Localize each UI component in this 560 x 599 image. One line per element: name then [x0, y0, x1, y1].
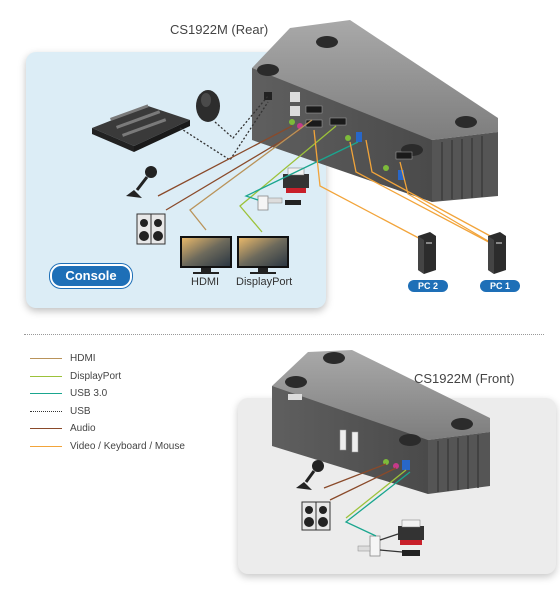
legend-item-usb: USB: [30, 403, 185, 421]
displayport-monitor-icon: [237, 236, 289, 274]
front-microphone-icon: [296, 460, 324, 490]
legend-swatch: [30, 428, 62, 430]
pc1-icon: [488, 232, 506, 274]
legend-item-video-keyboard-mouse: Video / Keyboard / Mouse: [30, 438, 185, 456]
pc2-badge: PC 2: [408, 280, 448, 292]
legend-item-hdmi: HDMI: [30, 350, 185, 368]
section-divider: [24, 334, 544, 335]
displayport-monitor-label: DisplayPort: [236, 276, 293, 288]
front-cables: [323, 463, 411, 553]
legend-item-audio: Audio: [30, 420, 185, 438]
legend-swatch: [30, 375, 62, 377]
hdmi-monitor-label: HDMI: [191, 276, 220, 288]
pc2-icon: [418, 232, 436, 274]
front-speakers-icon: [301, 501, 331, 531]
hdmi-monitor-icon: [180, 236, 232, 274]
pc1-badge: PC 1: [480, 280, 520, 292]
legend-swatch: [30, 358, 62, 360]
legend-swatch: [30, 445, 62, 447]
keyboard-icon: [92, 104, 190, 152]
kvm-front-device: [272, 350, 490, 494]
rear-cables: [157, 95, 506, 249]
cable-legend: HDMI DisplayPort USB 3.0 USB Audio Video…: [30, 350, 185, 455]
legend-item-displayport: DisplayPort: [30, 368, 185, 386]
front-usb-hub-icon: [357, 535, 381, 557]
front-title: CS1922M (Front): [414, 371, 515, 386]
speakers-icon: [136, 213, 166, 245]
front-usb-drive-icon: [402, 550, 420, 556]
console-badge: Console: [50, 264, 132, 288]
legend-label: USB: [70, 405, 91, 417]
legend-item-usb3: USB 3.0: [30, 385, 185, 403]
legend-label: DisplayPort: [70, 370, 122, 382]
legend-label: Audio: [70, 423, 96, 435]
usb-hub-icon: [257, 195, 283, 211]
front-printer-icon: [398, 519, 424, 545]
legend-swatch: [30, 393, 62, 395]
legend-label: HDMI: [70, 353, 96, 365]
kvm-rear-device: [252, 20, 498, 202]
microphone-icon: [126, 166, 157, 198]
mouse-icon: [196, 90, 220, 122]
legend-label: USB 3.0: [70, 388, 108, 400]
legend-swatch: [30, 410, 62, 412]
legend-label: Video / Keyboard / Mouse: [70, 440, 185, 452]
rear-title: CS1922M (Rear): [170, 22, 269, 37]
usb-drive-icon: [285, 200, 301, 205]
